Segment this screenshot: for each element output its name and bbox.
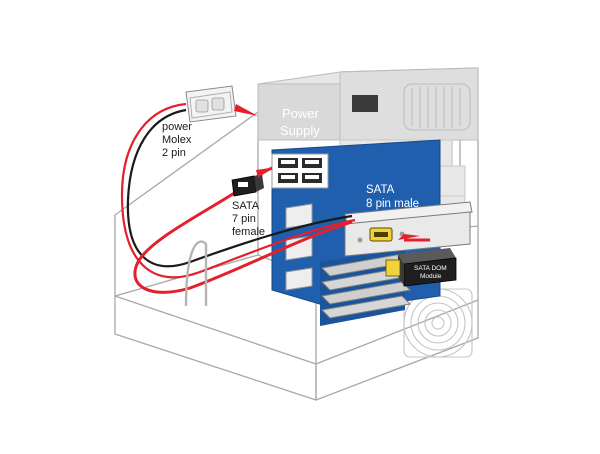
- molex-red-wire: [120, 102, 356, 279]
- molex-label-line3: 2 pin: [162, 147, 186, 159]
- case-left-edge: [114, 111, 259, 296]
- expansion-cards: [320, 253, 412, 319]
- molex-label-line2: Molex: [162, 134, 192, 146]
- molex-connector: [185, 85, 237, 123]
- sata7-label-line3: female: [232, 226, 265, 238]
- molex-arrow-icon: [234, 104, 258, 116]
- sata-dom-module: SATA DOM Module: [385, 248, 457, 287]
- sata7-label-line1: SATA: [232, 200, 260, 212]
- sata7-label-line2: 7 pin: [232, 213, 256, 225]
- psu-switch: [352, 95, 378, 112]
- sata7-connector: [231, 174, 264, 197]
- power-supply-unit: Power Supply: [257, 67, 479, 141]
- case-side-bottom: [315, 299, 479, 401]
- psu-vent: [403, 83, 471, 131]
- molex-label-line1: power: [162, 121, 192, 133]
- sata-bracket: [344, 201, 473, 257]
- psu-label-line1: Power: [282, 106, 320, 121]
- sata8-label-line2: 8 pin male: [366, 198, 419, 210]
- insert-arrow-icon: [398, 234, 420, 240]
- sata-data-cable: [133, 190, 353, 294]
- sata-dom-connector: [385, 259, 401, 277]
- sata7-arrow-icon: [256, 168, 270, 178]
- satadom-label-line2: Module: [420, 273, 442, 280]
- psu-label-line2: Supply: [280, 123, 320, 138]
- cable-tie: [184, 240, 208, 307]
- sata-port-block: [271, 153, 329, 189]
- molex-black-wire: [126, 108, 353, 268]
- satadom-label-line1: SATA DOM: [414, 265, 447, 272]
- board-chips: [285, 203, 313, 291]
- case-front-bottom: [114, 295, 317, 401]
- sata8-label-line1: SATA: [366, 184, 395, 196]
